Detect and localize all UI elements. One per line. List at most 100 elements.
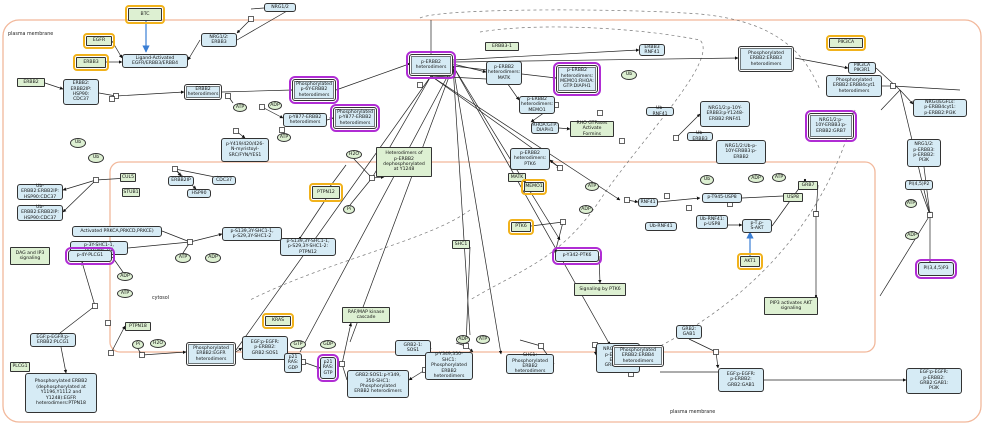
entity-n28[interactable]: NRG1/2:p- 10Y-ERBB3:p- ERBB2:GRB7 xyxy=(804,109,858,143)
entity-n74[interactable]: Activated PRKCA,PRKCD,PRKCE) xyxy=(72,226,162,237)
entity-n106[interactable]: Phosphorylated ERBB2:ERBB4 heterodimers xyxy=(612,345,664,367)
reaction-node-0[interactable] xyxy=(248,16,254,22)
reaction-node-41[interactable] xyxy=(619,138,625,144)
entity-n60[interactable]: NRG1/2:Ub-p- 10Y-ERBB3:p- ERBB2 xyxy=(716,140,766,164)
entity-n72[interactable]: ADP xyxy=(905,231,919,240)
reaction-node-5[interactable] xyxy=(259,104,265,110)
reaction-node-7[interactable] xyxy=(279,127,285,133)
entity-n70[interactable]: PI(4,5)P2 xyxy=(905,180,933,190)
entity-n96[interactable]: p21 RAS: GTP xyxy=(316,353,340,383)
reaction-node-33[interactable] xyxy=(339,361,345,367)
reaction-node-30[interactable] xyxy=(139,352,145,358)
entity-n91[interactable]: Phosphorylated ERBB2 (dephosphorylated a… xyxy=(25,373,97,413)
entity-n35[interactable]: Ub xyxy=(88,153,104,163)
entity-n102[interactable]: ADP xyxy=(456,335,470,344)
entity-n65[interactable]: p-T,p- S-AKT xyxy=(742,219,772,233)
reaction-node-23[interactable] xyxy=(927,212,933,218)
entity-n9[interactable]: ERBB2: ERBB2IP: HSP90: CDC37 xyxy=(63,79,99,105)
entity-n49[interactable]: MEMO1 xyxy=(520,178,548,196)
entity-n76[interactable]: p-S139,3Y-SHC1-1, p-S29,3Y-SHC1-2 xyxy=(222,227,282,241)
entity-n12[interactable]: p-ERBB2 heterodimers xyxy=(405,50,457,80)
entity-n21[interactable]: Ub xyxy=(621,70,637,80)
entity-n42[interactable]: Ub-ERBB2:ERBB2IP: HSP90:CDC37 xyxy=(17,205,63,221)
reaction-node-11[interactable] xyxy=(369,175,375,181)
entity-n36[interactable]: ERBB2IP xyxy=(168,176,194,186)
entity-n83[interactable]: ADP xyxy=(117,272,133,281)
entity-n20[interactable]: NRGs/EGFLs: p-ERBB4cyt1: p-ERBB2:PI3K xyxy=(913,99,967,117)
entity-n103[interactable]: ATP xyxy=(476,335,490,344)
entity-n37[interactable]: HSP90 xyxy=(187,189,211,198)
entity-n53[interactable]: p-Y342-PTK6 xyxy=(551,246,603,266)
reaction-node-16[interactable] xyxy=(560,219,566,225)
entity-n92[interactable]: KRAS xyxy=(261,312,295,330)
entity-n109[interactable]: EGF:p-EGFR: p-ERBB2: GRB2:GAB1: PI3K xyxy=(906,368,962,394)
entity-n85[interactable]: EGF:p-EGFR:p- ERBB2:PLCG1 xyxy=(30,333,76,347)
entity-n5[interactable]: NRG1/2: ERBB3 xyxy=(201,33,237,47)
entity-n41[interactable]: Ub-ERBB2:ERBB2IP: HSP90:CDC37 xyxy=(17,184,63,200)
entity-n108[interactable]: EGF:p-EGFR: p-ERBB2: GRB2:GAB1 xyxy=(718,368,764,392)
reaction-node-40[interactable] xyxy=(597,110,603,116)
entity-n59[interactable]: Ub-RNF41: p-USP8 xyxy=(696,215,728,229)
entity-n32[interactable]: ATP xyxy=(233,103,247,112)
entity-n80[interactable]: SHC1 xyxy=(452,240,470,249)
entity-n79[interactable]: ADP xyxy=(205,253,221,263)
entity-n51[interactable]: ADP xyxy=(579,205,593,214)
entity-n50[interactable]: ATP xyxy=(585,182,599,191)
entity-n87[interactable]: PTPN18 xyxy=(125,322,151,331)
entity-n48[interactable]: MATK xyxy=(508,173,526,182)
entity-n95[interactable]: p21 RAS: GDP xyxy=(284,353,302,373)
entity-n58[interactable]: Ub-RNF41 xyxy=(645,222,677,231)
entity-n52[interactable]: PTK6 xyxy=(507,218,535,236)
entity-n94[interactable]: RAF/MAP kinase cascade xyxy=(342,307,390,323)
reaction-node-6[interactable] xyxy=(233,128,239,134)
entity-n15[interactable]: ERBB3 RNF41 xyxy=(639,44,665,56)
entity-n34[interactable]: ATP xyxy=(277,133,291,142)
entity-n86[interactable]: PLCG1 xyxy=(10,362,30,372)
entity-n61[interactable]: Ub-ERBB3 xyxy=(687,131,713,142)
entity-n38[interactable]: CDC37 xyxy=(212,176,236,185)
reaction-node-4[interactable] xyxy=(225,93,231,99)
entity-n46[interactable]: Pi xyxy=(343,205,355,214)
reaction-node-39[interactable] xyxy=(713,349,719,355)
entity-n68[interactable]: GRB7 xyxy=(798,181,818,190)
reaction-node-29[interactable] xyxy=(108,350,114,356)
reaction-node-36[interactable] xyxy=(538,343,544,349)
entity-n13[interactable]: p-ERBB2 heterodimers: MATK xyxy=(486,61,522,85)
entity-n97[interactable]: GTP xyxy=(290,340,306,349)
reaction-node-22[interactable] xyxy=(813,211,819,217)
reaction-node-9[interactable] xyxy=(172,166,178,172)
entity-n99[interactable]: GRB2-1: SOS1 xyxy=(395,340,431,356)
entity-n55[interactable]: RNF41 xyxy=(638,198,658,207)
entity-n7[interactable]: ERBB3-1 xyxy=(485,42,519,51)
entity-n25[interactable]: RHO GTPases Activate Formins xyxy=(570,121,614,137)
entity-n23[interactable]: p-ERBB2 heterodimers: MEMO1 xyxy=(519,96,555,114)
entity-n30[interactable]: Phosphorylated p-Y877-ERBB2 heterodimers xyxy=(329,103,381,133)
entity-n33[interactable]: ADP xyxy=(268,101,282,110)
entity-n29[interactable]: p-Y877-ERBB2 heterodimers xyxy=(283,113,327,127)
entity-n98[interactable]: GDP xyxy=(320,340,336,349)
entity-n84[interactable]: ATP xyxy=(117,289,133,298)
entity-n89[interactable]: H2O xyxy=(150,339,166,348)
entity-n104[interactable]: SHC1: Phosphorylated ERBB2 heterodimers xyxy=(506,353,554,374)
entity-n82[interactable]: p-4Y-PLCG1 xyxy=(64,246,116,266)
entity-n8[interactable]: ERBB2 xyxy=(17,78,45,87)
entity-n62[interactable]: USP8 xyxy=(783,193,803,202)
reaction-node-24[interactable] xyxy=(187,239,193,245)
entity-n71[interactable]: ATP xyxy=(905,199,917,208)
entity-n2[interactable]: NRG1/2 xyxy=(264,3,296,12)
entity-n16[interactable]: Phosphorylated ERBB2:ERBB3 heterodimers xyxy=(738,46,794,72)
entity-n54[interactable]: Signaling by PTK6 xyxy=(574,283,626,296)
entity-n78[interactable]: ATP xyxy=(175,253,191,263)
entity-n10[interactable]: ERBB2 heterodimers xyxy=(184,84,222,100)
entity-n81[interactable]: DAG and IP3 signaling xyxy=(10,247,50,265)
reaction-node-15[interactable] xyxy=(557,165,563,171)
reaction-node-42[interactable] xyxy=(673,135,679,141)
entity-n88[interactable]: Pi xyxy=(132,340,144,349)
entity-n47[interactable]: p-ERBB2 heterodimers: PTK6 xyxy=(510,148,550,170)
reaction-node-3[interactable] xyxy=(109,96,115,102)
entity-n24[interactable]: RHOA:GTP: DIAPH1 xyxy=(531,122,559,134)
entity-n64[interactable]: ATP xyxy=(772,173,786,182)
reaction-node-10[interactable] xyxy=(93,177,99,183)
entity-n19[interactable]: Phosphorylated ERBB2:ERBB4cyt1 heterodim… xyxy=(826,75,882,97)
entity-n67[interactable]: PIP3 activates AKT signaling xyxy=(764,297,818,315)
